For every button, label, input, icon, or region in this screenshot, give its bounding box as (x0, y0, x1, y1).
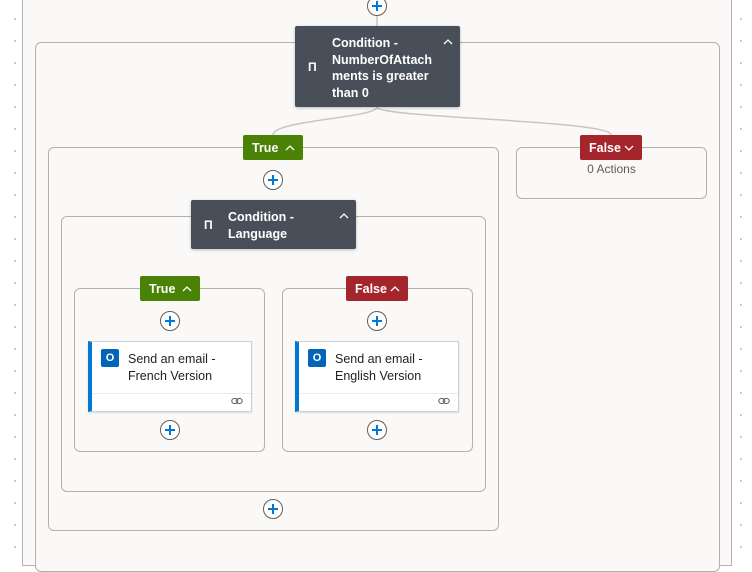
add-step-button[interactable] (263, 170, 283, 190)
action-card-send-email-english[interactable]: O Send an email - English Version (295, 341, 459, 412)
outlook-icon: O (101, 349, 119, 367)
collapse-chevron-up-icon[interactable] (443, 38, 453, 46)
link-icon (438, 397, 450, 405)
action-card-send-email-french[interactable]: O Send an email - French Version (88, 341, 252, 412)
action-title: Send an email - English Version (335, 352, 423, 383)
outer-true-branch-pill[interactable]: True (243, 135, 303, 160)
branch-label: False (355, 281, 387, 296)
outer-condition-card[interactable]: Π Condition - NumberOfAttach ments is gr… (295, 26, 460, 107)
add-step-button[interactable] (160, 420, 180, 440)
add-step-button[interactable] (367, 311, 387, 331)
condition-icon: Π (204, 218, 213, 232)
link-icon (231, 397, 243, 405)
branch-label: False (589, 140, 621, 155)
inner-condition-card[interactable]: Π Condition - Language (191, 200, 356, 249)
chevron-up-icon (285, 145, 295, 151)
outer-false-branch-pill[interactable]: False (580, 135, 642, 160)
add-step-button-top[interactable] (367, 0, 387, 16)
chevron-up-icon (182, 286, 192, 292)
action-title: Send an email - French Version (128, 352, 216, 383)
zero-actions-label: 0 Actions (587, 162, 636, 176)
divider (299, 393, 458, 394)
inner-condition-title: Condition - Language (228, 210, 294, 241)
outlook-icon: O (308, 349, 326, 367)
add-step-button[interactable] (367, 420, 387, 440)
add-step-button[interactable] (263, 499, 283, 519)
inner-false-branch-pill[interactable]: False (346, 276, 408, 301)
inner-true-branch-pill[interactable]: True (140, 276, 200, 301)
branch-label: True (252, 140, 279, 155)
chevron-down-icon (624, 145, 634, 151)
outer-condition-title: Condition - NumberOfAttach ments is grea… (332, 36, 433, 100)
chevron-up-icon (390, 286, 400, 292)
branch-label: True (149, 281, 176, 296)
add-step-button[interactable] (160, 311, 180, 331)
collapse-chevron-up-icon[interactable] (339, 212, 349, 220)
condition-icon: Π (308, 60, 317, 74)
divider (92, 393, 251, 394)
